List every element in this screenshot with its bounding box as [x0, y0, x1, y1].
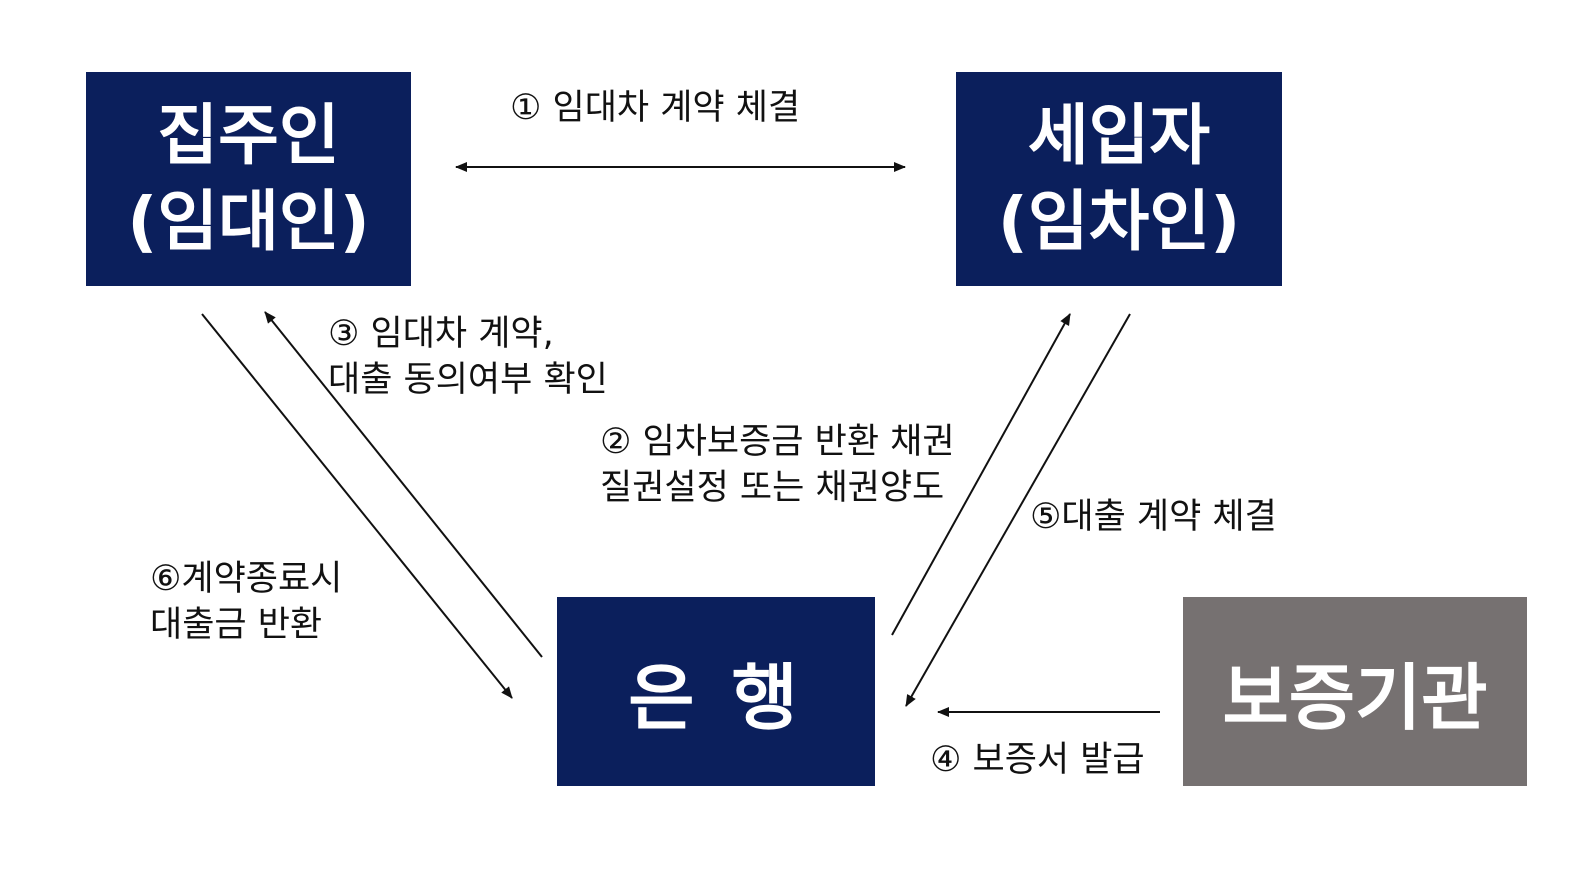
edge-label-e6-line2: 대출금 반환 [150, 605, 323, 645]
arrow-e6-landlord-to-bank [201, 313, 513, 699]
edge-label-e2-line2: 질권설정 또는 채권양도 [600, 468, 945, 508]
landlord-box: 집주인 (임대인) [86, 72, 411, 286]
edge-label-e4: ④ 보증서 발급 [930, 737, 1145, 783]
edge-label-e6-line1: ⑥계약종료시 [150, 559, 343, 599]
tenant-subtitle: (임차인) [997, 183, 1241, 260]
edge-label-e4-line1: ④ 보증서 발급 [930, 740, 1145, 780]
arrow-e2-bank-to-tenant [891, 313, 1071, 636]
edge-label-e3: ③ 임대차 계약, 대출 동의여부 확인 [328, 311, 608, 403]
tenant-title: 세입자 [1027, 97, 1211, 175]
bank-box: 은 행 [557, 597, 875, 786]
edge-label-e2-line1: ② 임차보증금 반환 채권 [600, 422, 955, 462]
guarantor-box: 보증기관 [1183, 597, 1527, 786]
guarantor-title: 보증기관 [1222, 656, 1488, 740]
edge-label-e1-line1: ① 임대차 계약 체결 [510, 88, 801, 128]
edge-label-e3-line1: ③ 임대차 계약, [328, 314, 554, 354]
edge-label-e2: ② 임차보증금 반환 채권 질권설정 또는 채권양도 [600, 419, 955, 511]
edge-label-e5-line1: ⑤대출 계약 체결 [1030, 497, 1277, 537]
arrow-e3-bank-to-landlord [264, 311, 543, 658]
landlord-title: 집주인 [157, 97, 340, 175]
edge-label-e6: ⑥계약종료시 대출금 반환 [150, 556, 342, 648]
landlord-subtitle: (임대인) [127, 183, 370, 260]
edge-label-e3-line2: 대출 동의여부 확인 [328, 360, 608, 400]
tenant-box: 세입자 (임차인) [956, 72, 1282, 286]
edge-label-e5: ⑤대출 계약 체결 [1030, 494, 1277, 540]
bank-title: 은 행 [628, 656, 804, 740]
edge-label-e1: ① 임대차 계약 체결 [510, 85, 800, 131]
arrow-e5-tenant-to-bank [905, 313, 1131, 707]
